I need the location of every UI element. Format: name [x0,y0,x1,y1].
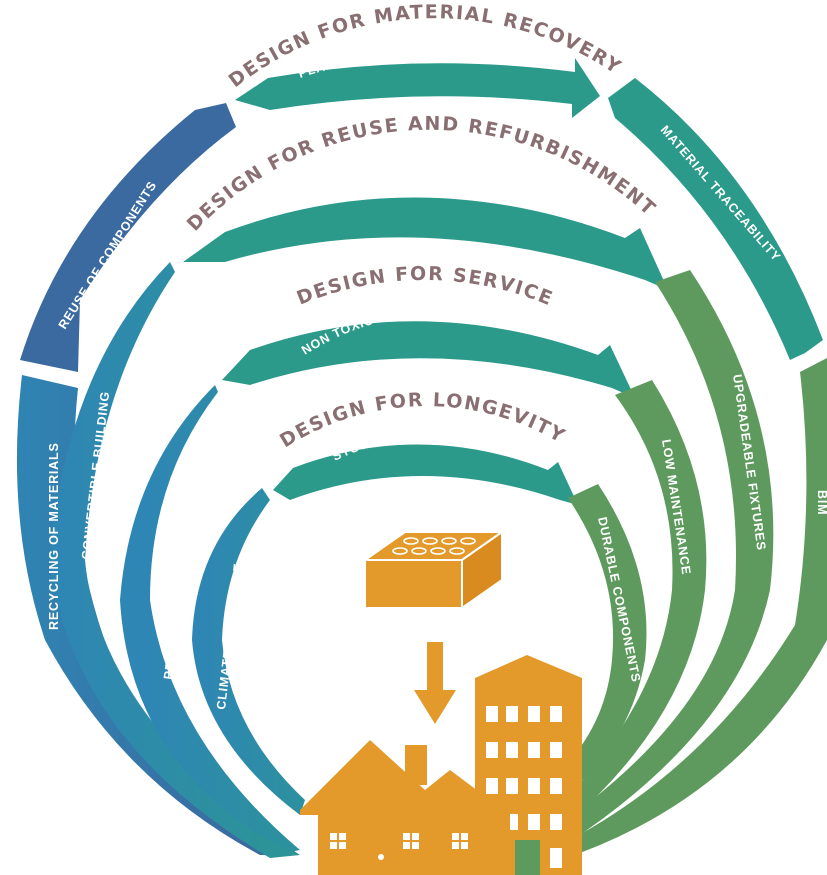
ring-material-recovery-top-arrow [235,58,600,118]
bim-label: BIM [815,490,827,515]
ring-service-top-arrow [222,321,635,398]
recycling-of-materials-label: RECYCLING OF MATERIALS [47,442,61,630]
ring-longevity-left-arrow [192,488,305,815]
ring-service-right-arrow [540,380,707,830]
ring-longevity [192,444,647,815]
brick-icon [361,530,506,610]
house-icon [300,740,540,875]
ring-service-left-arrow [120,385,300,852]
ring-reuse-refurbishment-top-arrow [183,197,668,290]
ring-material-recovery-left-upper-arrow [20,103,236,372]
ring-material-recovery-right-lower-arrow [540,358,827,860]
ring-longevity-title: DESIGN FOR LONGEVITY [276,389,569,452]
down-arrow-icon [414,642,456,724]
ring-longevity-top-arrow [273,444,578,505]
ring-longevity-right-arrow [545,484,647,800]
material-traceability-label: MATERIAL TRACEABILITY [658,123,784,264]
adaptable-space-label: ADAPTABLE SPACE [342,172,479,198]
ring-reuse-refurbishment-right-arrow [540,270,774,845]
ring-service [120,321,707,852]
ring-reuse-refurbishment-left-arrow [50,262,300,858]
ring-reuse-refurbishment [50,197,774,858]
ring-material-recovery-right-upper-arrow [608,78,823,360]
